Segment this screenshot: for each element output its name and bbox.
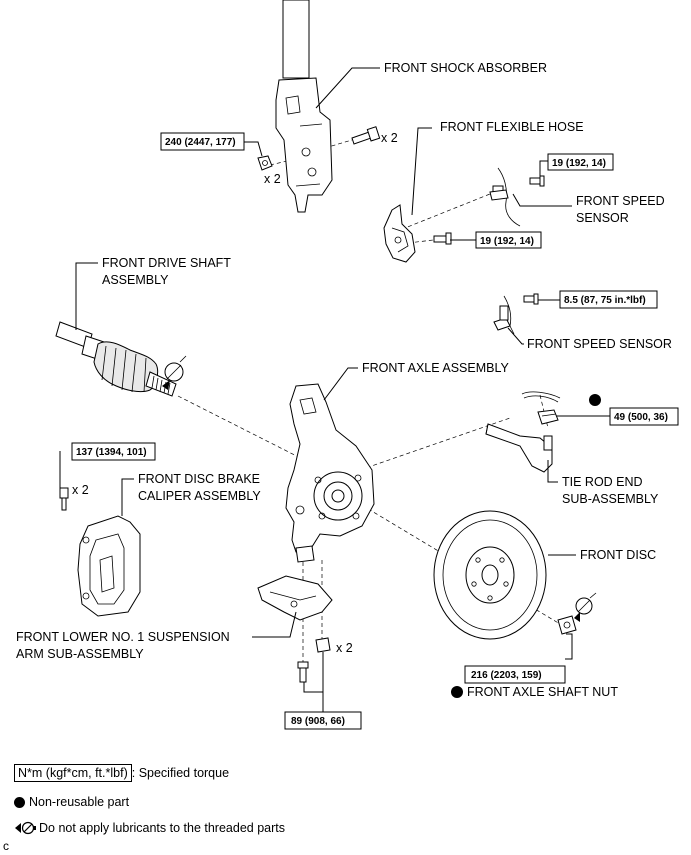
torque-hose-bracket-upper: 19 (192, 14) [552, 158, 606, 169]
torque-callouts: 240 (2447, 177) 19 (192, 14) 19 (192, 14… [71, 132, 679, 730]
tie-rod-nut [537, 409, 559, 425]
legend-nonreusable-row: Non-reusable part [14, 793, 129, 811]
label-front-speed-sensor-line2: SENSOR [576, 211, 629, 225]
corner-mark: c [3, 839, 9, 853]
label-front-disc-brake-caliper-line1: FRONT DISC BRAKE [138, 472, 260, 486]
non-reusable-icon [14, 796, 25, 808]
torque-axle-shaft-nut: 216 (2203, 159) [471, 670, 542, 681]
label-front-flexible-hose: FRONT FLEXIBLE HOSE [440, 120, 584, 134]
label-front-speed-sensor: FRONT SPEED SENSOR [527, 337, 672, 351]
front-disc [433, 510, 547, 640]
label-front-shock-absorber: FRONT SHOCK ABSORBER [384, 61, 547, 75]
lower-arm-bolt [297, 661, 309, 683]
shock-bolt [351, 126, 381, 145]
callout-labels: FRONT SHOCK ABSORBER FRONT FLEXIBLE HOSE… [16, 61, 672, 699]
non-reusable-icon-cotter-pin [589, 394, 601, 406]
front-flexible-hose-part [383, 204, 416, 263]
non-reusable-icon-axle-nut [451, 686, 463, 698]
caliper-bolt [59, 487, 69, 511]
label-front-drive-shaft-line1: FRONT DRIVE SHAFT [102, 256, 231, 270]
legend-no-lube-row: Do not apply lubricants to the threaded … [14, 819, 285, 837]
label-front-lower-arm-line1: FRONT LOWER NO. 1 SUSPENSION [16, 630, 230, 644]
qty-shock-nut: x 2 [264, 172, 281, 186]
front-shock-absorber [275, 0, 333, 213]
front-axle-assembly [285, 383, 375, 563]
label-front-axle-assembly: FRONT AXLE ASSEMBLY [362, 361, 509, 375]
no-lubricant-icon [15, 821, 36, 835]
label-front-disc: FRONT DISC [580, 548, 656, 562]
tie-rod-end [485, 423, 553, 473]
quantity-marks: x 2 x 2 x 2 x 2 [72, 131, 398, 655]
label-tie-rod-end-line1: TIE ROD END [562, 475, 643, 489]
label-front-axle-shaft-nut: FRONT AXLE SHAFT NUT [467, 685, 618, 699]
label-front-drive-shaft-line2: ASSEMBLY [102, 273, 169, 287]
qty-shock-bolt: x 2 [381, 131, 398, 145]
leader-lines [59, 67, 610, 712]
legend-torque-text: : Specified torque [131, 766, 230, 780]
legend-torque-row: N*m (kgf*cm, ft.*lbf) : Specified torque [14, 764, 229, 782]
no-lubricant-icon-axle-nut [574, 592, 597, 622]
no-lubricant-icon-driveshaft [162, 355, 187, 390]
label-front-speed-sensor-line1: FRONT SPEED [576, 194, 665, 208]
torque-tie-rod-nut: 49 (500, 36) [614, 412, 668, 423]
torque-speed-sensor-bolt: 8.5 (87, 75 in.*lbf) [564, 295, 646, 306]
qty-lower-arm-nut: x 2 [336, 641, 353, 655]
legend-nonreusable-text: Non-reusable part [29, 795, 130, 809]
legend-torque-box: N*m (kgf*cm, ft.*lbf) [14, 764, 132, 782]
front-speed-sensor-upper [489, 167, 545, 227]
torque-shock-bolts: 240 (2447, 177) [165, 137, 236, 148]
shock-nut [257, 155, 273, 171]
legend-no-lube-text: Do not apply lubricants to the threaded … [39, 821, 285, 835]
label-tie-rod-end-line2: SUB-ASSEMBLY [562, 492, 659, 506]
qty-caliper-bolt: x 2 [72, 483, 89, 497]
lower-arm-nut [315, 637, 331, 653]
front-speed-sensor-lower [493, 293, 539, 335]
front-disc-brake-caliper [77, 515, 141, 617]
label-front-lower-arm-line2: ARM SUB-ASSEMBLY [16, 647, 144, 661]
torque-hose-bracket-lower: 19 (192, 14) [480, 236, 534, 247]
front-drive-shaft [55, 321, 177, 397]
hose-bracket-bolt-lower [433, 232, 452, 245]
front-lower-suspension-arm [257, 575, 333, 621]
front-axle-shaft-nut [557, 615, 577, 635]
cotter-pin [521, 391, 561, 403]
torque-caliper-bolts: 137 (1394, 101) [76, 447, 147, 458]
torque-lower-arm-bolts: 89 (908, 66) [291, 716, 345, 727]
label-front-disc-brake-caliper-line2: CALIPER ASSEMBLY [138, 489, 261, 503]
